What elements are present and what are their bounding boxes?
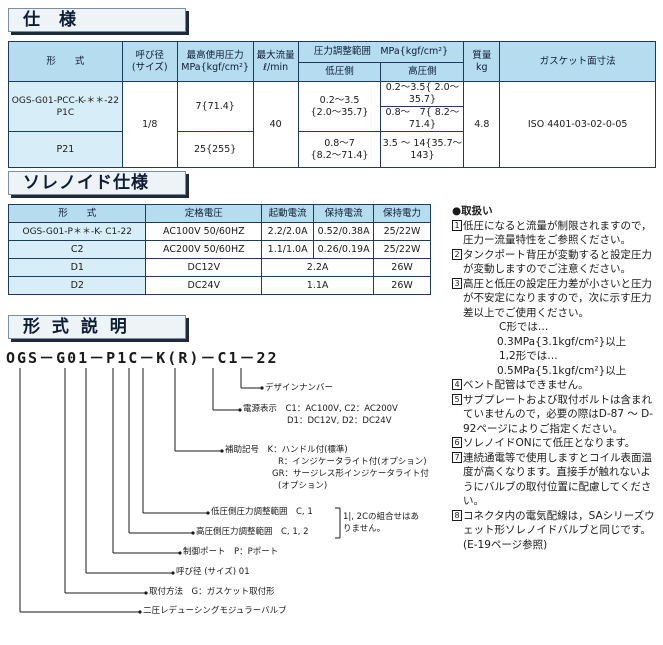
note-number: 2 xyxy=(452,248,462,260)
sol-voltage: AC200V 50/60HZ xyxy=(145,240,263,259)
label-aux-2: R：インジケータライト付(オプション) xyxy=(278,457,427,467)
label-combo-note-1: 1|, 2Cの組合せはあ xyxy=(343,512,420,522)
col-model: 形 式 xyxy=(8,41,123,82)
max-pressure-cell: 25{255} xyxy=(176,131,254,168)
note-number: 5 xyxy=(452,393,462,405)
note-text: ソレノイドONにて低圧となります。 xyxy=(463,437,636,449)
note-text: タンクポート背圧が変動すると設定圧力が変動しますのでご注意ください。 xyxy=(463,248,652,276)
label-combo-note-2: りません。 xyxy=(343,524,386,534)
col-max-pressure: 最高使用圧力 MPa{kgf/cm²} xyxy=(176,41,254,82)
note-text: 高圧と低圧の設定圧力差が小さいと圧力が不安定になりますので，次に示す圧力差以上で… xyxy=(463,277,652,319)
col-port-size: 呼び径 (サイズ) xyxy=(121,41,178,82)
note-text: 連続通電等で使用しますとコイル表面温度が高くなります。直接手が触れないようにバル… xyxy=(463,451,652,508)
model-cell: P21 xyxy=(8,131,123,168)
sol-model: D1 xyxy=(7,258,147,277)
sol-voltage: AC100V 50/60HZ xyxy=(145,222,263,241)
col-max-flow: 最大流量 ℓ/min xyxy=(252,41,299,82)
model-desc-heading: 形 式 説 明 xyxy=(8,315,186,339)
label-design-number: デザインナンバー xyxy=(265,383,334,393)
col-gasket: ガスケット面寸法 xyxy=(499,41,656,82)
solenoid-heading: ソレノイド仕様 xyxy=(8,171,186,195)
sol-hold-power: 26W xyxy=(373,276,431,295)
sol-model: OGS-G01-P＊＊-K- C1-22 xyxy=(7,222,147,241)
note-number: 4 xyxy=(452,379,462,390)
sol-hold-current: 0.52/0.38A xyxy=(313,222,375,241)
note-number: 8 xyxy=(452,509,462,521)
note-text: サブプレートおよび取付ボルトは含まれていませんので，必要の際はD-87 ～ D-… xyxy=(463,393,654,435)
max-pressure-cell: 7{71.4} xyxy=(176,81,254,132)
flow-cell: 40 xyxy=(252,81,299,168)
sol-hold-power: 26W xyxy=(373,258,431,277)
sol-current: 1.1A xyxy=(261,276,375,295)
note-number: 7 xyxy=(452,451,462,463)
note-text: コネクタ内の電気配線は，SAシリーズウェット形ソレノイドバルブと同じです。(E-… xyxy=(463,509,655,551)
note-text: 低圧になると流量が制限されますので，圧力ー流量特性をご参照ください。 xyxy=(463,219,652,247)
col-high-side: 高圧側 xyxy=(380,62,465,82)
low-range-cell: 0.2～3.5 {2.0～35.7} xyxy=(297,81,382,132)
sol-start-current: 2.2/2.0A xyxy=(261,222,315,241)
solenoid-table: 形 式 定格電圧 起動電流 保持電流 保持電力 OGS-G01-P＊＊-K- C… xyxy=(7,204,431,295)
note-sub: C形では… xyxy=(499,321,549,333)
label-port-size: 呼び径 (サイズ) 01 xyxy=(176,567,250,577)
sol-voltage: DC12V xyxy=(145,258,263,277)
sol-col-hold-current: 保持電流 xyxy=(313,204,375,223)
mass-cell: 4.8 xyxy=(463,81,501,168)
high-range-cell: 0.2～3.5{ 2.0～35.7} xyxy=(380,81,465,107)
label-power-1: 電源表示 C1：AC100V, C2：AC200V xyxy=(243,404,398,414)
sol-start-current: 1.1/1.0A xyxy=(261,240,315,259)
label-power-2: D1：DC12V, D2：DC24V xyxy=(287,416,392,426)
sol-col-hold-power: 保持電力 xyxy=(373,204,431,223)
label-control-port: 制御ポート P：Pポート xyxy=(183,547,279,557)
note-sub-value: 0.3MPa{3.1kgf/cm²}以上 xyxy=(497,335,627,348)
sol-voltage: DC24V xyxy=(145,276,263,295)
model-cell: OGS-G01-PCC-K-＊＊-22 P1C xyxy=(8,81,123,132)
col-mass: 質量 kg xyxy=(463,41,501,82)
label-product: 二圧レデューシングモジュラーバルブ xyxy=(143,606,287,616)
sol-col-voltage: 定格電圧 xyxy=(145,204,263,223)
note-number: 3 xyxy=(452,277,462,289)
spec-heading: 仕 様 xyxy=(8,8,186,32)
high-range-cell: 3.5 ～ 14{35.7～143} xyxy=(380,131,465,168)
high-range-cell: 0.8～ 7{ 8.2～71.4} xyxy=(380,106,465,132)
sol-col-model: 形 式 xyxy=(7,204,147,223)
sol-current: 2.2A xyxy=(261,258,375,277)
note-sub-value: 0.5MPa{5.1kgf/cm²}以上 xyxy=(497,364,627,377)
label-mounting: 取付方法 G：ガスケット取付形 xyxy=(149,587,275,597)
sol-col-start-current: 起動電流 xyxy=(261,204,315,223)
sol-model: C2 xyxy=(7,240,147,259)
label-low-adj: 低圧側圧力調整範囲 C, 1 xyxy=(211,507,313,517)
note-number: 6 xyxy=(452,437,462,448)
col-low-side: 低圧側 xyxy=(297,62,382,82)
gasket-cell: ISO 4401-03-02-0-05 xyxy=(499,81,656,168)
col-pressure-range: 圧力調整範囲 MPa{kgf/cm²} xyxy=(297,41,465,63)
model-code: OGS－G01－P1C－K(R)－C1－22 xyxy=(6,349,279,367)
label-aux-4: (オプション) xyxy=(278,481,328,491)
label-aux-1: 補助記号 K：ハンドル付(標準) xyxy=(225,445,348,455)
sol-hold-power: 25/22W xyxy=(373,222,431,241)
low-range-cell: 0.8～7 {8.2～71.4} xyxy=(297,131,382,168)
notes-title: ●取扱い xyxy=(452,205,493,217)
sol-hold-current: 0.26/0.19A xyxy=(313,240,375,259)
spec-table: 形 式 呼び径 (サイズ) 最高使用圧力 MPa{kgf/cm²} 最大流量 ℓ… xyxy=(8,41,656,168)
label-high-adj: 高圧側圧力調整範囲 C, 1, 2 xyxy=(196,527,309,537)
note-sub: 1,2形では… xyxy=(499,350,558,362)
note-text: ベント配管はできません。 xyxy=(463,379,589,391)
size-cell: 1/8 xyxy=(121,81,178,168)
label-aux-3: GR：サージレス形インジケータライト付 xyxy=(272,469,429,479)
sol-model: D2 xyxy=(7,276,147,295)
sol-hold-power: 25/22W xyxy=(373,240,431,259)
note-number: 1 xyxy=(452,219,462,231)
